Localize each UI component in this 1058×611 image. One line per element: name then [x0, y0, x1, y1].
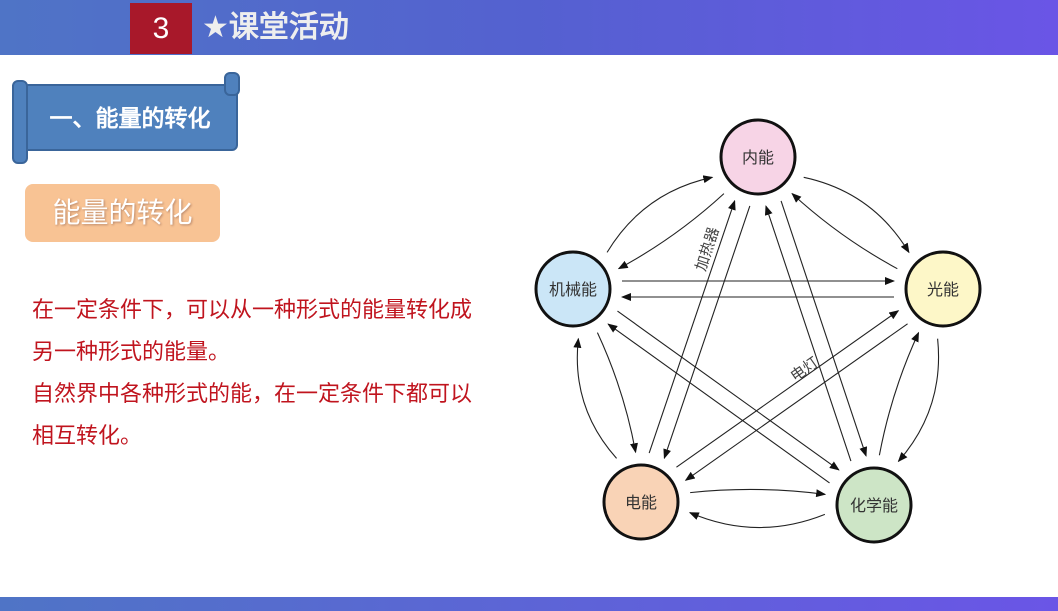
- node-label: 内能: [742, 148, 774, 167]
- conversion-arrow: [573, 337, 617, 459]
- node-light: [904, 250, 982, 328]
- conversion-arrow: [780, 200, 868, 457]
- conversion-arrow: [676, 310, 900, 468]
- node-label: 化学能: [850, 496, 898, 515]
- section-banner: 一、能量的转化: [12, 72, 240, 164]
- footer-bar: [0, 597, 1058, 611]
- paragraph: 在一定条件下，可以从一种形式的能量转化成另一种形式的能量。: [32, 298, 473, 365]
- conversion-arrow: [684, 323, 908, 481]
- conversion-arrow: [607, 323, 830, 484]
- node-electric: [602, 463, 680, 541]
- conversion-arrow: [897, 338, 940, 463]
- conversion-arrow: [617, 310, 840, 471]
- conversion-arrow: [648, 199, 736, 454]
- header-title: ★课堂活动: [202, 10, 349, 45]
- conversion-arrow: [878, 331, 920, 456]
- conversion-arrow: [690, 488, 827, 498]
- section-number: 3: [130, 3, 192, 54]
- conversion-arrow: [791, 192, 898, 270]
- node-internal: [719, 118, 797, 196]
- header-bar: 3 ★课堂活动: [0, 0, 1058, 55]
- paragraph: 自然界中各种形式的能，在一定条件下都可以相互转化。: [32, 382, 473, 449]
- node-label: 光能: [927, 280, 959, 299]
- conversion-arrow: [617, 193, 725, 270]
- conversion-arrow: [663, 205, 751, 460]
- node-chemical: [835, 466, 913, 544]
- node-label: 机械能: [549, 280, 597, 299]
- conversion-arrow: [596, 332, 638, 454]
- conversion-arrow: [764, 205, 852, 462]
- subtitle-badge: 能量的转化: [25, 184, 220, 242]
- conversion-arrow: [606, 175, 714, 253]
- node-label: 电能: [625, 493, 657, 512]
- body-text: 在一定条件下，可以从一种形式的能量转化成另一种形式的能量。 自然界中各种形式的能…: [32, 290, 472, 458]
- conversion-arrow: [688, 512, 826, 529]
- node-mechanical: [534, 250, 612, 328]
- conversion-arrow: [803, 176, 910, 254]
